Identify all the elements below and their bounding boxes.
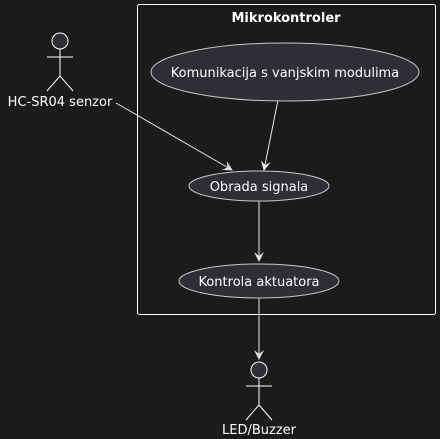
actor-sensor-icon [46, 32, 74, 92]
usecase-processing-label: Obrada signala [210, 180, 309, 195]
usecase-communication-shape [150, 42, 420, 102]
usecase-processing: Obrada signala [188, 170, 330, 202]
edge-sensor-to-processing [115, 102, 233, 171]
actor-led-buzzer-label: LED/Buzzer [222, 423, 297, 438]
usecase-control: Kontrola aktuatora [178, 263, 340, 299]
system-title: Mikrokontroler [231, 11, 341, 26]
usecase-control-label: Kontrola aktuatora [198, 275, 319, 290]
edge-communication-to-processing [260, 99, 279, 171]
edges [115, 99, 279, 360]
actor-sensor-label: HC-SR04 senzor [8, 95, 113, 110]
usecase-communication: Komunikacija s vanjskim modulima [150, 42, 420, 102]
system-boundary: Mikrokontroler [137, 4, 436, 315]
usecase-processing-shape [188, 170, 330, 202]
actor-led-buzzer: LED/Buzzer [222, 361, 297, 438]
system-boundary-frame [137, 4, 436, 315]
usecase-control-shape [178, 263, 340, 299]
actor-led-buzzer-icon [245, 361, 273, 421]
actor-sensor: HC-SR04 senzor [8, 32, 113, 110]
usecase-communication-label: Komunikacija s vanjskim modulima [171, 66, 399, 81]
